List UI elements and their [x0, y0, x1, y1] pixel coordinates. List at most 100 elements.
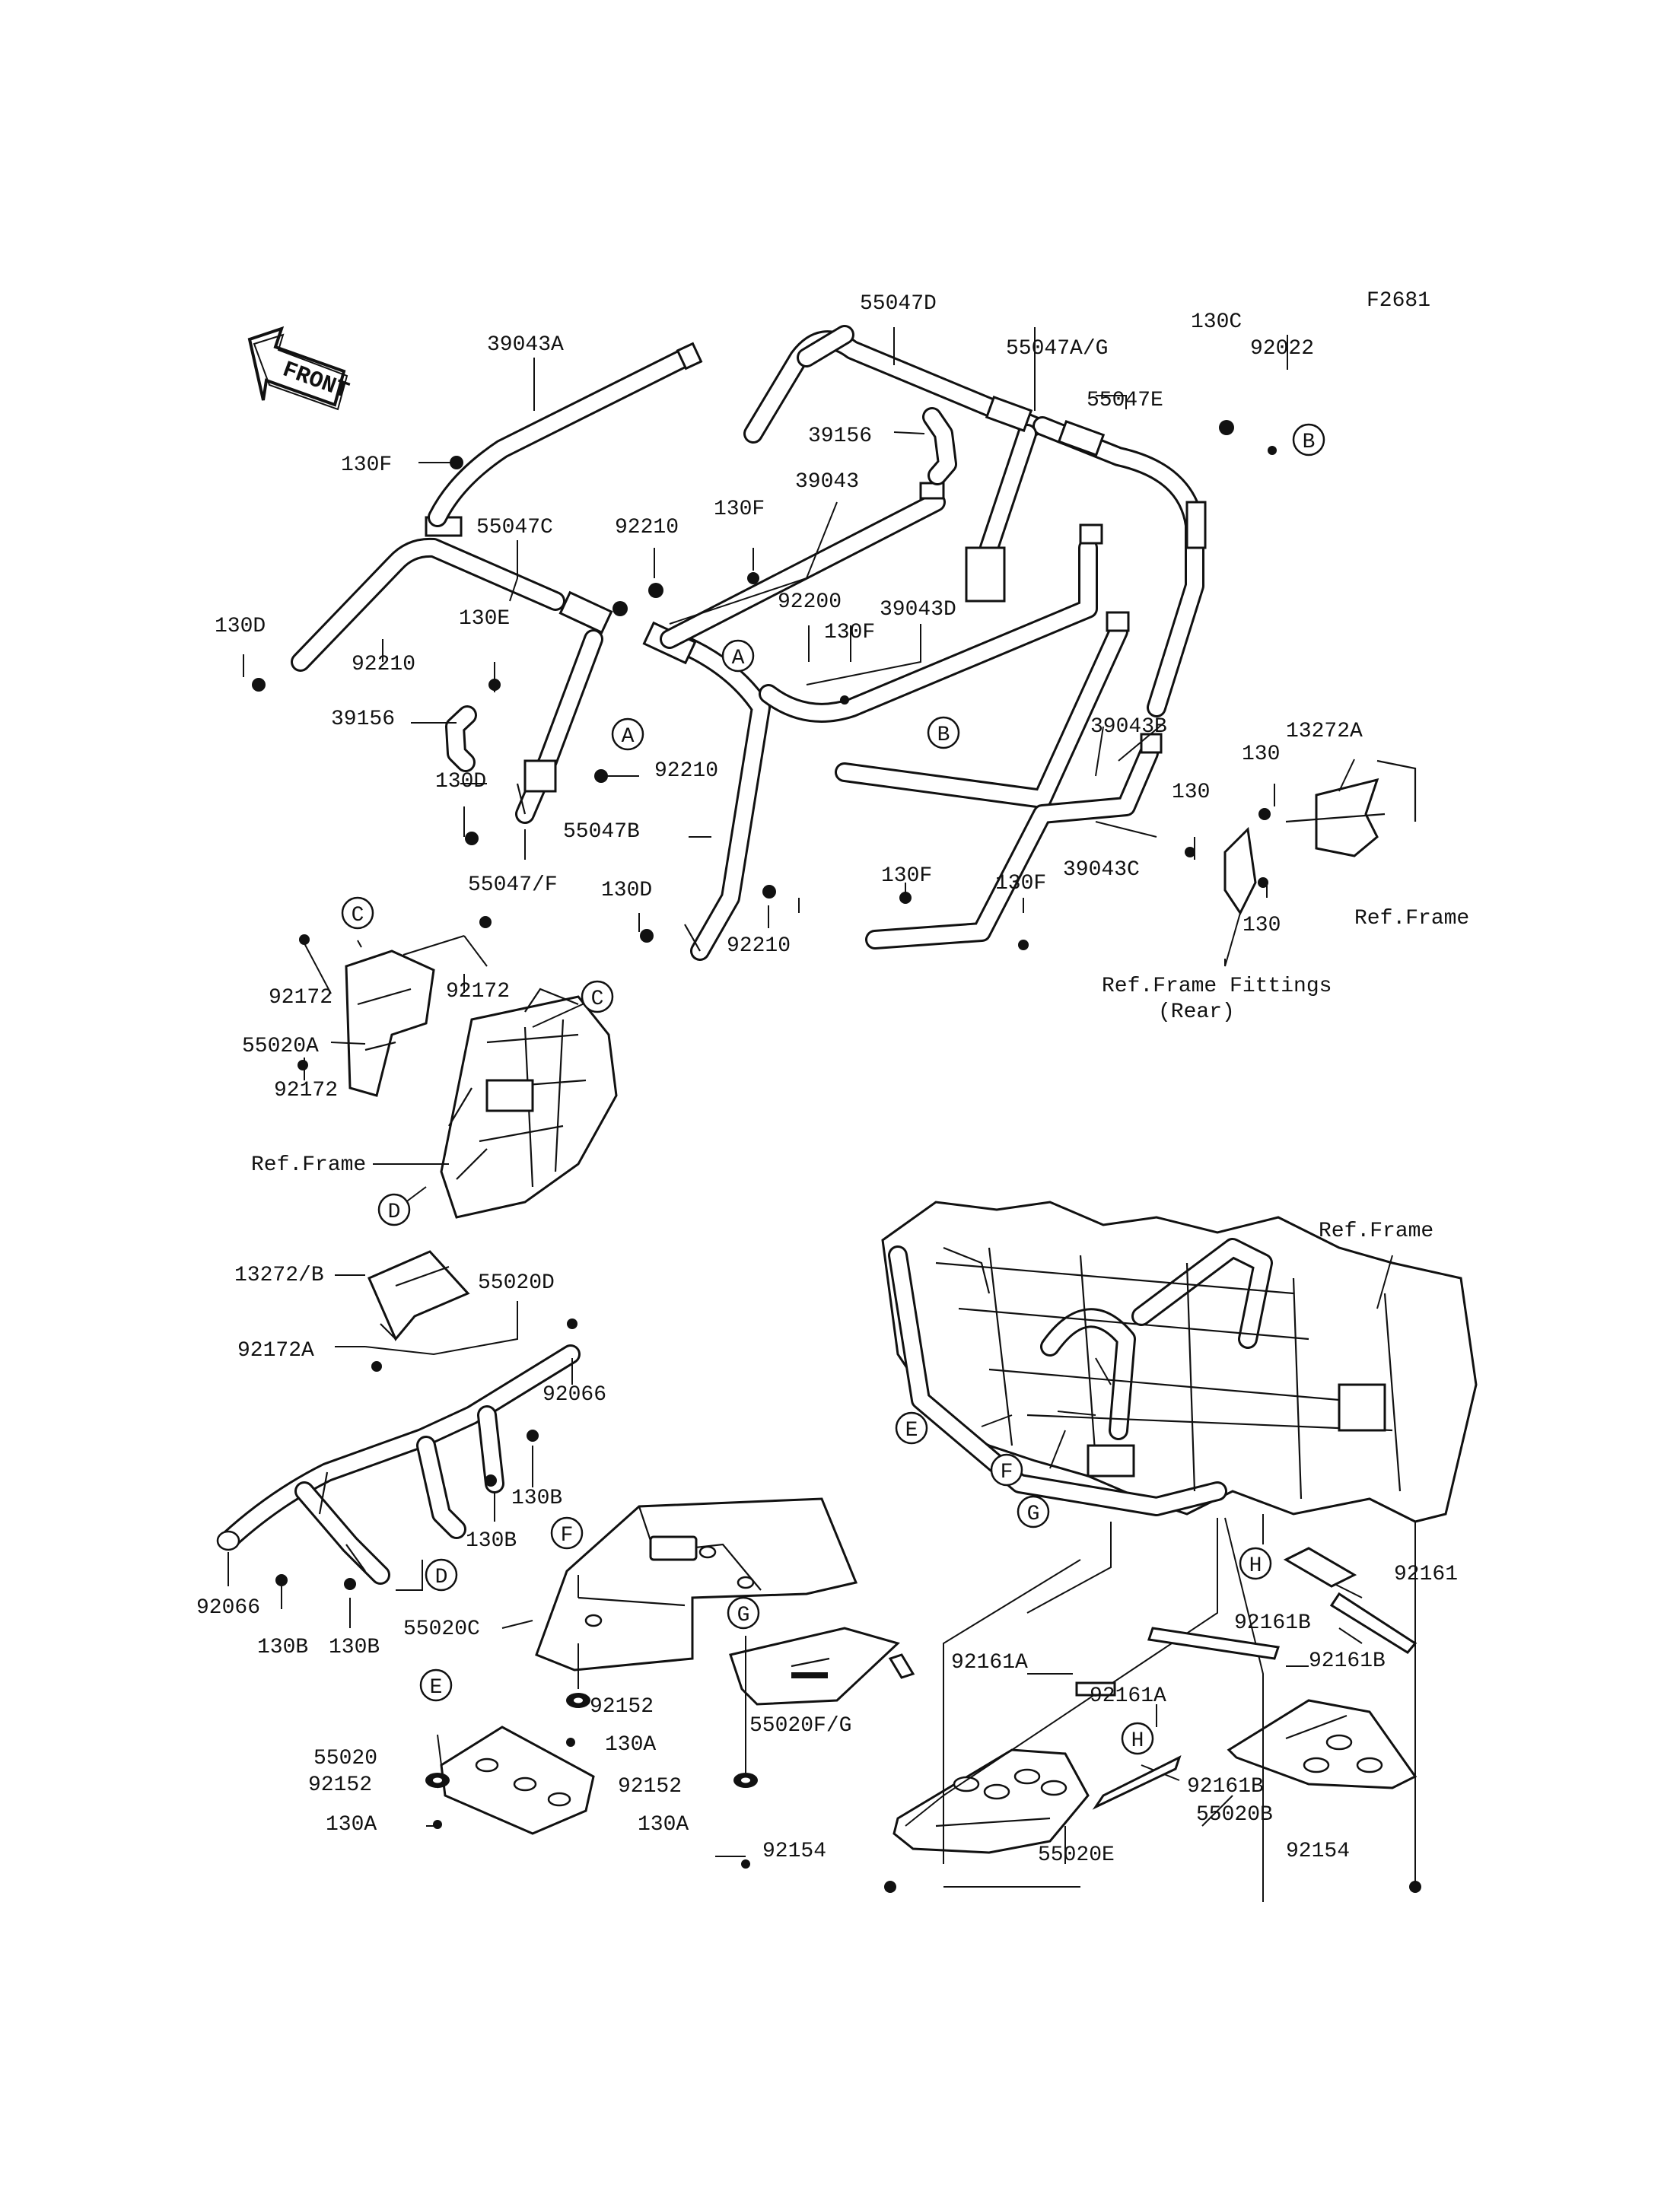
label-130D: 130D [215, 615, 266, 638]
marker-B: B [1292, 423, 1325, 456]
label-130D: 130D [601, 879, 652, 902]
label-55047C: 55047C [476, 516, 553, 539]
marker-circles: B A A B C C D D F G E E F G H H [341, 423, 1325, 1755]
marker-E: E [419, 1668, 453, 1702]
plate-13272B [368, 1250, 470, 1341]
marker-C: C [341, 896, 374, 930]
marker-C: C [581, 980, 614, 1013]
marker-H: H [1239, 1547, 1272, 1580]
svg-text:H: H [1131, 1729, 1144, 1753]
marker-E: E [895, 1411, 928, 1445]
label-39043B: 39043B [1090, 715, 1167, 739]
label-55047E: 55047E [1087, 389, 1163, 412]
label-130F: 130F [881, 864, 932, 888]
label-130B: 130B [511, 1487, 562, 1510]
label-55047F: 55047/F [468, 873, 558, 897]
marker-D: D [377, 1193, 411, 1226]
label-13272A: 13272A [1286, 720, 1363, 743]
bar-39043A [428, 342, 703, 527]
label-55020FG: 55020F/G [749, 1714, 851, 1738]
label-92210: 92210 [727, 934, 791, 958]
skid-55020 [440, 1726, 595, 1835]
label-130: 130 [1242, 743, 1280, 766]
label-130F: 130F [824, 621, 875, 644]
svg-text:F: F [561, 1524, 574, 1548]
marker-D: D [425, 1558, 458, 1592]
svg-text:G: G [737, 1604, 750, 1627]
label-55020E: 55020E [1038, 1843, 1115, 1867]
label-39043C: 39043C [1063, 858, 1140, 882]
label-92152: 92152 [618, 1775, 682, 1799]
svg-text:B: B [937, 724, 950, 747]
leader-lines [228, 327, 1416, 1902]
label-55020A: 55020A [242, 1035, 319, 1058]
label-55047D: 55047D [860, 292, 937, 316]
label-130B: 130B [257, 1636, 308, 1659]
label-92161A: 92161A [1090, 1684, 1166, 1708]
label-39043A: 39043A [487, 333, 564, 357]
part-labels: F2681 55047D 55047A/G 55047E 130C 92022 … [196, 289, 1469, 1867]
label-92161B: 92161B [1309, 1649, 1386, 1673]
label-130A: 130A [605, 1733, 656, 1757]
label-130F: 130F [714, 498, 765, 521]
grab-handle [445, 407, 957, 772]
svg-text:C: C [591, 988, 604, 1011]
label-92066: 92066 [196, 1596, 260, 1620]
svg-text:D: D [435, 1566, 448, 1589]
label-92152: 92152 [308, 1773, 372, 1797]
label-92210: 92210 [352, 653, 415, 676]
label-39043: 39043 [795, 470, 859, 494]
ref-frame-fittings-label: Ref.Frame Fittings [1102, 975, 1332, 998]
svg-text:H: H [1249, 1554, 1262, 1578]
label-130F: 130F [995, 872, 1046, 895]
label-130: 130 [1242, 914, 1281, 937]
marker-F: F [550, 1516, 584, 1550]
label-92172: 92172 [446, 980, 510, 1004]
plate-55020A [345, 949, 435, 1097]
svg-text:F: F [1001, 1461, 1013, 1484]
label-92066: 92066 [542, 1383, 606, 1407]
label-92161: 92161 [1394, 1563, 1458, 1586]
svg-text:D: D [388, 1201, 401, 1224]
roll-cage-rear [743, 325, 1207, 717]
ref-frame-fittings-sub: (Rear) [1158, 1000, 1235, 1024]
roll-cage-front [291, 516, 771, 961]
skid-55020FG [729, 1627, 900, 1706]
label-92022: 92022 [1250, 337, 1314, 361]
diagram-id: F2681 [1367, 289, 1430, 313]
label-92200: 92200 [778, 590, 842, 614]
label-92154: 92154 [762, 1840, 826, 1863]
label-130A: 130A [326, 1813, 377, 1837]
label-92161B: 92161B [1234, 1611, 1311, 1635]
label-92161A: 92161A [951, 1651, 1028, 1675]
label-130F: 130F [341, 453, 392, 477]
marker-A: A [721, 639, 755, 673]
label-55020: 55020 [313, 1747, 377, 1770]
ref-frame-label: Ref.Frame [251, 1153, 366, 1177]
marker-A: A [611, 717, 644, 751]
label-55047B: 55047B [563, 820, 640, 844]
label-92210: 92210 [615, 516, 679, 539]
marker-G: G [727, 1596, 760, 1630]
label-92154: 92154 [1286, 1840, 1350, 1863]
main-frame [881, 1201, 1478, 1523]
strips-92161 [888, 1547, 1418, 1810]
label-130E: 130E [459, 607, 510, 631]
svg-text:E: E [430, 1676, 443, 1700]
label-55020D: 55020D [478, 1271, 555, 1295]
label-130D: 130D [435, 770, 486, 794]
bar-39043D [759, 523, 1103, 723]
label-130: 130 [1172, 781, 1210, 804]
bracket-13272A [1223, 759, 1417, 915]
label-92152: 92152 [590, 1695, 654, 1719]
washers [425, 1693, 758, 1788]
label-92172: 92172 [274, 1079, 338, 1102]
front-frame [440, 988, 618, 1219]
label-39156: 39156 [808, 425, 872, 448]
label-92161B: 92161B [1187, 1775, 1264, 1799]
label-130A: 130A [638, 1813, 689, 1837]
svg-text:C: C [352, 904, 364, 927]
marker-G: G [1017, 1495, 1050, 1528]
label-39156: 39156 [331, 708, 395, 731]
